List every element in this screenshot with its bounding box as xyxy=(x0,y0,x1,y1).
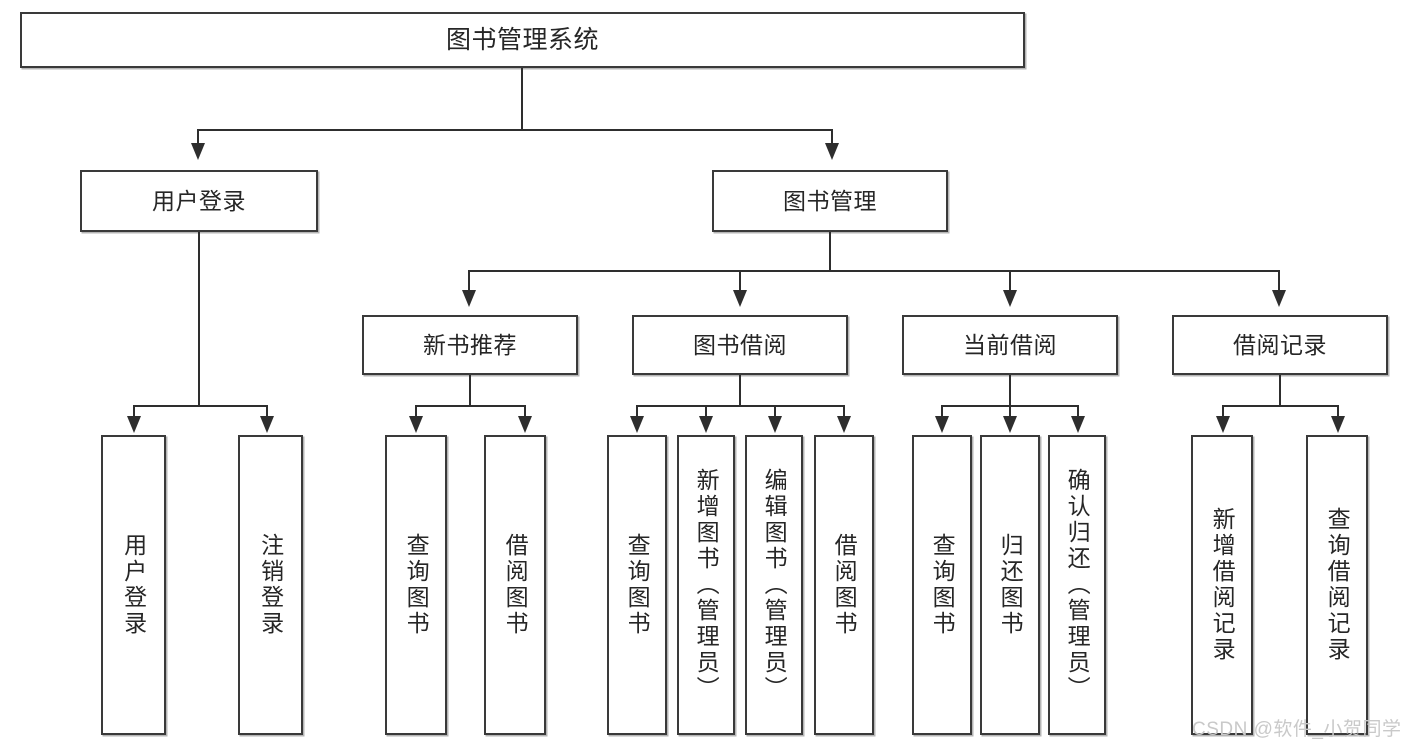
edge-book-manage-stem xyxy=(829,232,831,271)
edge-borrow-records-drop-2 xyxy=(1337,405,1339,418)
edge-current-borrow-drop-3 xyxy=(1077,405,1079,418)
node-label: 新书推荐 xyxy=(423,331,517,358)
arrow-icon-level3-4 xyxy=(1272,290,1286,307)
edge-root-to-user-login xyxy=(197,129,199,145)
edge-new-book-drop-1 xyxy=(415,405,417,418)
leaf-book-borrow-query-book[interactable]: 查询图书 xyxy=(607,435,667,735)
edge-user-login-drop-1 xyxy=(133,405,135,418)
leaf-new-book-query-book[interactable]: 查询图书 xyxy=(385,435,447,735)
arrow-icon-book-borrow-4 xyxy=(837,416,851,433)
edge-level3-drop-2 xyxy=(739,270,741,292)
edge-borrow-records-stem xyxy=(1279,375,1281,406)
node-label: 确认归还（管理员） xyxy=(1064,468,1091,702)
arrow-icon-book-borrow-2 xyxy=(699,416,713,433)
edge-current-borrow-stem xyxy=(1009,375,1011,406)
arrow-icon-book-borrow-3 xyxy=(768,416,782,433)
edge-root-bus xyxy=(197,129,833,131)
node-label: 用户登录 xyxy=(120,533,147,637)
arrow-icon-book-borrow-1 xyxy=(630,416,644,433)
arrow-icon-level3-2 xyxy=(733,290,747,307)
leaf-user-login-logout[interactable]: 注销登录 xyxy=(238,435,303,735)
edge-root-to-book-manage xyxy=(831,129,833,145)
node-label: 借阅记录 xyxy=(1233,331,1327,358)
node-label: 新增图书（管理员） xyxy=(693,468,720,702)
node-label: 查询图书 xyxy=(929,533,956,637)
arrow-icon-borrow-records-1 xyxy=(1216,416,1230,433)
arrow-icon-current-borrow-1 xyxy=(935,416,949,433)
node-book-management[interactable]: 图书管理 xyxy=(712,170,948,232)
node-root-system[interactable]: 图书管理系统 xyxy=(20,12,1025,68)
edge-user-login-stem xyxy=(198,232,200,406)
node-label: 查询借阅记录 xyxy=(1324,507,1351,663)
node-label: 查询图书 xyxy=(624,533,651,637)
leaf-book-borrow-add-book[interactable]: 新增图书（管理员） xyxy=(677,435,735,735)
node-label: 借阅图书 xyxy=(831,533,858,637)
edge-book-borrow-drop-4 xyxy=(843,405,845,418)
node-label: 图书借阅 xyxy=(693,331,787,358)
leaf-current-borrow-confirm-return[interactable]: 确认归还（管理员） xyxy=(1048,435,1106,735)
node-current-borrow[interactable]: 当前借阅 xyxy=(902,315,1118,375)
arrow-icon-user-login-2 xyxy=(260,416,274,433)
leaf-new-book-borrow-book[interactable]: 借阅图书 xyxy=(484,435,546,735)
leaf-current-borrow-query-book[interactable]: 查询图书 xyxy=(912,435,972,735)
edge-book-borrow-stem xyxy=(739,375,741,406)
leaf-book-borrow-edit-book[interactable]: 编辑图书（管理员） xyxy=(745,435,803,735)
node-label: 图书管理系统 xyxy=(445,25,599,54)
edge-borrow-records-drop-1 xyxy=(1222,405,1224,418)
edge-new-book-bus xyxy=(415,405,525,407)
edge-borrow-records-bus xyxy=(1222,405,1338,407)
node-label: 注销登录 xyxy=(257,533,284,637)
leaf-borrow-records-query-record[interactable]: 查询借阅记录 xyxy=(1306,435,1368,735)
node-label: 编辑图书（管理员） xyxy=(761,468,788,702)
node-label: 当前借阅 xyxy=(963,331,1057,358)
node-label: 查询图书 xyxy=(403,533,430,637)
edge-level3-bus xyxy=(468,270,1280,272)
edge-user-login-bus xyxy=(133,405,267,407)
node-label: 用户登录 xyxy=(152,187,246,214)
edge-user-login-drop-2 xyxy=(266,405,268,418)
node-user-login[interactable]: 用户登录 xyxy=(80,170,318,232)
edge-root-stem xyxy=(521,68,523,130)
arrow-icon-level3-1 xyxy=(462,290,476,307)
arrow-icon-to-book-manage xyxy=(825,143,839,160)
arrow-icon-user-login-1 xyxy=(127,416,141,433)
arrow-icon-new-book-1 xyxy=(409,416,423,433)
arrow-icon-level3-3 xyxy=(1003,290,1017,307)
edge-new-book-drop-2 xyxy=(524,405,526,418)
node-book-borrow[interactable]: 图书借阅 xyxy=(632,315,848,375)
arrow-icon-to-user-login xyxy=(191,143,205,160)
node-label: 归还图书 xyxy=(997,533,1024,637)
arrow-icon-borrow-records-2 xyxy=(1331,416,1345,433)
edge-book-borrow-drop-2 xyxy=(705,405,707,418)
edge-book-borrow-bus xyxy=(636,405,845,407)
leaf-user-login-login[interactable]: 用户登录 xyxy=(101,435,166,735)
edge-book-borrow-drop-1 xyxy=(636,405,638,418)
leaf-book-borrow-borrow-book[interactable]: 借阅图书 xyxy=(814,435,874,735)
arrow-icon-current-borrow-2 xyxy=(1003,416,1017,433)
edge-new-book-stem xyxy=(469,375,471,406)
edge-current-borrow-drop-1 xyxy=(941,405,943,418)
edge-level3-drop-3 xyxy=(1009,270,1011,292)
edge-level3-drop-4 xyxy=(1278,270,1280,292)
arrow-icon-current-borrow-3 xyxy=(1071,416,1085,433)
node-label: 借阅图书 xyxy=(502,533,529,637)
leaf-borrow-records-add-record[interactable]: 新增借阅记录 xyxy=(1191,435,1253,735)
edge-level3-drop-1 xyxy=(468,270,470,292)
edge-current-borrow-drop-2 xyxy=(1009,405,1011,418)
node-borrow-records[interactable]: 借阅记录 xyxy=(1172,315,1388,375)
node-new-book-recommend[interactable]: 新书推荐 xyxy=(362,315,578,375)
leaf-current-borrow-return-book[interactable]: 归还图书 xyxy=(980,435,1040,735)
node-label: 新增借阅记录 xyxy=(1209,507,1236,663)
node-label: 图书管理 xyxy=(783,187,877,214)
edge-book-borrow-drop-3 xyxy=(774,405,776,418)
arrow-icon-new-book-2 xyxy=(518,416,532,433)
